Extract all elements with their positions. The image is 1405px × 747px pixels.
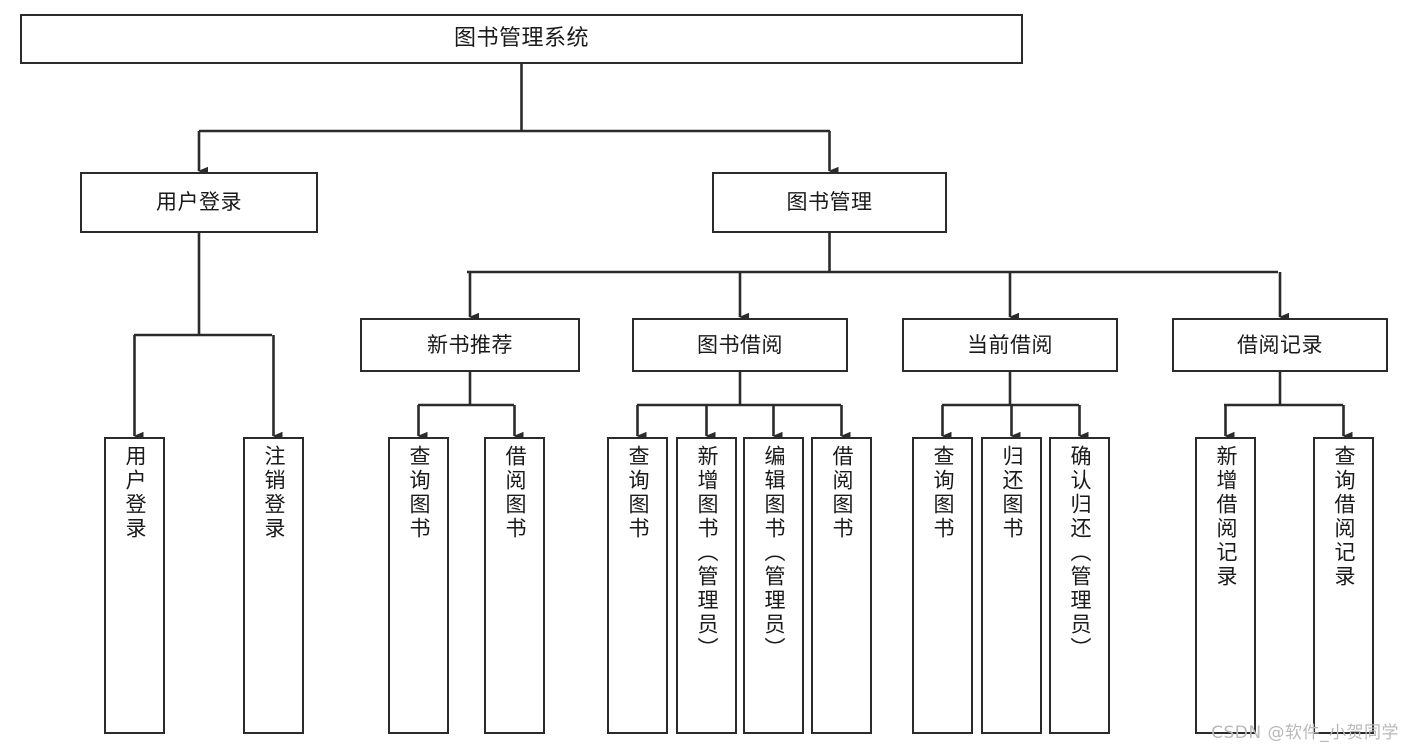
node-current[interactable]: 当前借阅 (902, 318, 1118, 372)
node-label-leaf-cu-return: 归还图书 (1000, 445, 1024, 541)
node-records[interactable]: 借阅记录 (1172, 318, 1388, 372)
node-root[interactable]: 图书管理系统 (20, 14, 1023, 64)
node-leaf-bw-query[interactable]: 查询图书 (607, 437, 668, 734)
node-leaf-nr-query[interactable]: 查询图书 (388, 437, 449, 734)
node-label-leaf-cu-confirm: 确认归还（管理员） (1068, 445, 1092, 661)
node-newrec[interactable]: 新书推荐 (360, 318, 580, 372)
node-leaf-user-logout[interactable]: 注销登录 (243, 437, 304, 734)
node-label-newrec: 新书推荐 (427, 332, 513, 357)
node-login[interactable]: 用户登录 (80, 172, 318, 233)
node-label-leaf-bw-edit: 编辑图书（管理员） (762, 445, 786, 661)
node-leaf-bw-borrow[interactable]: 借阅图书 (811, 437, 872, 734)
node-borrow[interactable]: 图书借阅 (632, 318, 848, 372)
node-label-borrow: 图书借阅 (697, 332, 783, 357)
node-label-leaf-cu-query: 查询图书 (931, 445, 955, 541)
node-label-leaf-nr-query: 查询图书 (407, 445, 431, 541)
node-label-leaf-rc-query: 查询借阅记录 (1332, 445, 1356, 589)
node-label-leaf-nr-borrow: 借阅图书 (503, 445, 527, 541)
node-leaf-rc-query[interactable]: 查询借阅记录 (1313, 437, 1374, 734)
node-leaf-rc-add[interactable]: 新增借阅记录 (1195, 437, 1256, 734)
node-label-login: 用户登录 (156, 190, 242, 215)
node-label-root: 图书管理系统 (453, 26, 589, 52)
node-leaf-cu-query[interactable]: 查询图书 (912, 437, 973, 734)
node-leaf-bw-add[interactable]: 新增图书（管理员） (676, 437, 737, 734)
node-label-leaf-bw-query: 查询图书 (626, 445, 650, 541)
node-label-leaf-bw-borrow: 借阅图书 (830, 445, 854, 541)
node-label-leaf-user-logout: 注销登录 (262, 445, 286, 541)
node-leaf-user-login[interactable]: 用户登录 (104, 437, 165, 734)
node-label-current: 当前借阅 (967, 332, 1053, 357)
node-label-leaf-user-login: 用户登录 (123, 445, 147, 541)
node-label-leaf-rc-add: 新增借阅记录 (1214, 445, 1238, 589)
node-leaf-bw-edit[interactable]: 编辑图书（管理员） (743, 437, 804, 734)
node-leaf-nr-borrow[interactable]: 借阅图书 (484, 437, 545, 734)
node-label-records: 借阅记录 (1237, 332, 1323, 357)
node-leaf-cu-return[interactable]: 归还图书 (981, 437, 1042, 734)
node-label-bookmgmt: 图书管理 (786, 190, 873, 215)
node-bookmgmt[interactable]: 图书管理 (712, 172, 947, 233)
node-leaf-cu-confirm[interactable]: 确认归还（管理员） (1049, 437, 1110, 734)
node-label-leaf-bw-add: 新增图书（管理员） (695, 445, 719, 661)
